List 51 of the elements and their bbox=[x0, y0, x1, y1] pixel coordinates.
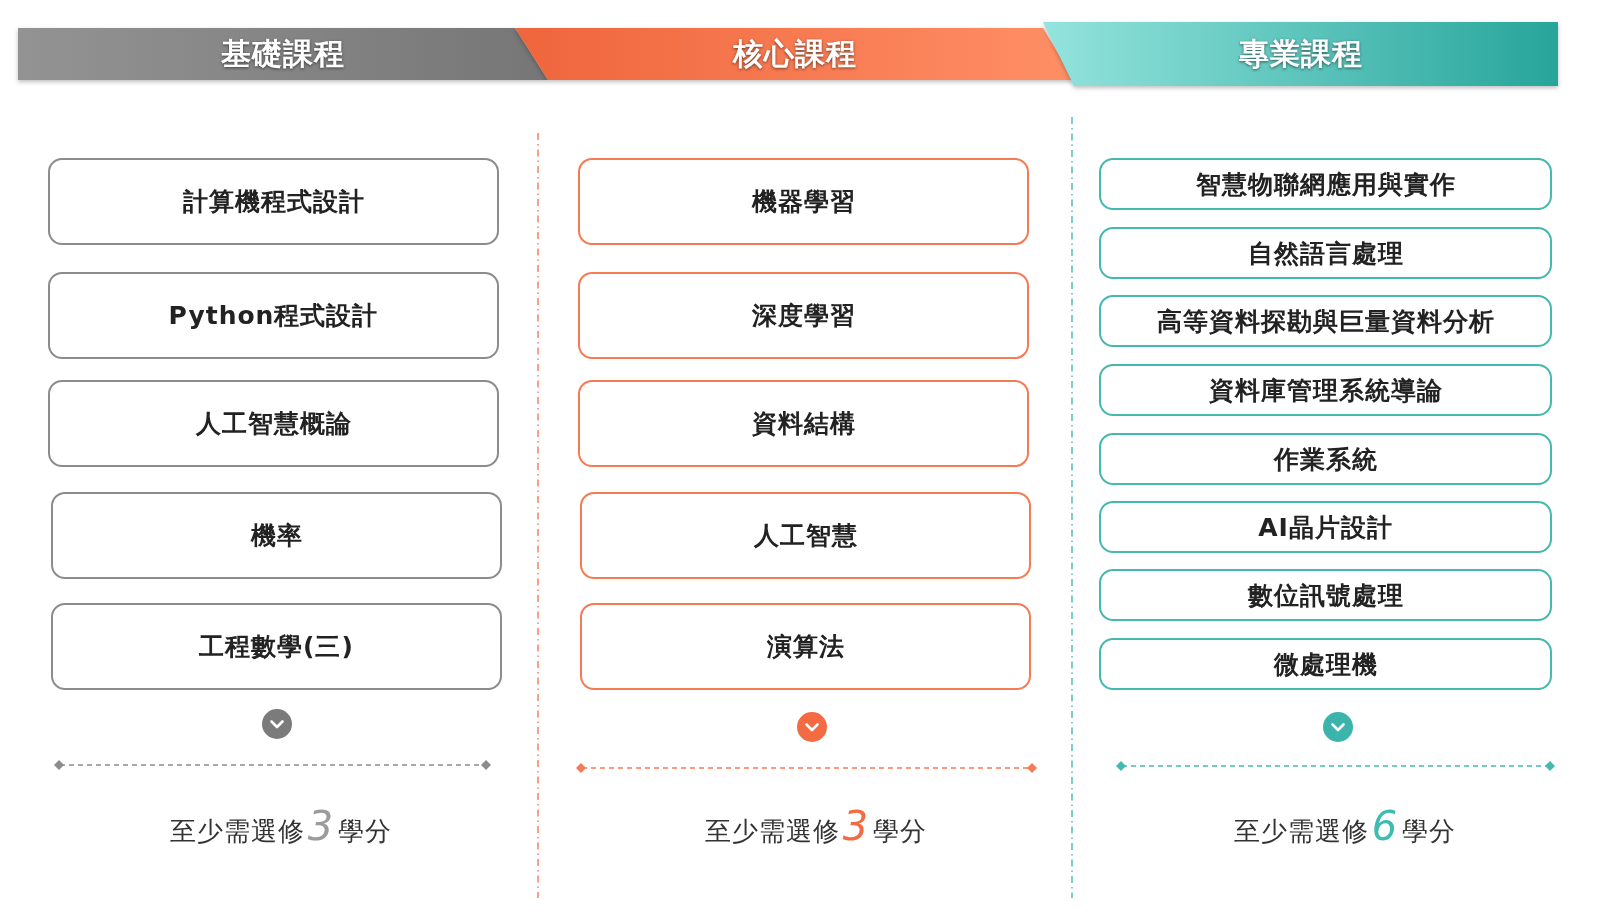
credit-requirement-text: 學分 bbox=[873, 815, 928, 848]
course-box bbox=[1099, 364, 1552, 416]
credit-number: 3 bbox=[842, 806, 869, 846]
course-box bbox=[48, 380, 499, 467]
course-title: AI晶片設計 bbox=[1258, 511, 1393, 544]
band-title: 專業課程 bbox=[1237, 34, 1364, 73]
course-title: 機率 bbox=[250, 520, 303, 552]
course-title: 人工智慧概論 bbox=[195, 408, 352, 440]
course-title: 工程數學(三) bbox=[199, 631, 354, 663]
course-box bbox=[1099, 227, 1552, 279]
course-box bbox=[1099, 433, 1552, 485]
course-box bbox=[1099, 295, 1552, 347]
credit-number: 3 bbox=[307, 806, 334, 846]
course-title: 自然語言處理 bbox=[1247, 237, 1404, 270]
credit-requirement-text: 至少需選修 bbox=[1233, 815, 1369, 848]
course-title: 智慧物聯網應用與實作 bbox=[1195, 168, 1456, 201]
course-title: 微處理機 bbox=[1273, 648, 1378, 681]
course-box bbox=[580, 492, 1031, 579]
course-title: 計算機程式設計 bbox=[182, 186, 365, 218]
course-box bbox=[1099, 569, 1552, 621]
course-title: Python程式設計 bbox=[168, 300, 379, 332]
course-box bbox=[578, 272, 1029, 359]
credit-requirement-text: 學分 bbox=[1402, 815, 1457, 848]
course-title: 人工智慧 bbox=[753, 520, 858, 552]
course-box bbox=[48, 272, 499, 359]
course-title: 數位訊號處理 bbox=[1247, 579, 1404, 612]
header-band bbox=[18, 28, 548, 80]
course-box bbox=[1099, 638, 1552, 690]
credit-requirement-text: 至少需選修 bbox=[704, 815, 840, 848]
header-band bbox=[515, 28, 1074, 80]
course-box bbox=[48, 158, 499, 245]
header-band bbox=[1043, 22, 1558, 86]
course-box bbox=[1099, 158, 1552, 210]
credit-requirement-text: 學分 bbox=[338, 815, 393, 848]
course-box bbox=[580, 603, 1031, 690]
course-title: 演算法 bbox=[766, 631, 845, 663]
course-title: 作業系統 bbox=[1273, 443, 1378, 476]
credit-requirement-text: 至少需選修 bbox=[169, 815, 305, 848]
course-title: 高等資料探勘與巨量資料分析 bbox=[1156, 305, 1495, 338]
credit-number: 6 bbox=[1371, 806, 1398, 846]
band-title: 基礎課程 bbox=[220, 34, 346, 73]
course-box bbox=[578, 380, 1029, 467]
course-box bbox=[51, 603, 502, 690]
course-box bbox=[1099, 501, 1552, 553]
course-box bbox=[51, 492, 502, 579]
course-title: 機器學習 bbox=[751, 186, 856, 218]
course-title: 資料庫管理系統導論 bbox=[1208, 374, 1443, 407]
course-box bbox=[578, 158, 1029, 245]
band-title: 核心課程 bbox=[731, 34, 858, 73]
course-title: 資料結構 bbox=[751, 408, 856, 440]
course-title: 深度學習 bbox=[751, 300, 856, 332]
